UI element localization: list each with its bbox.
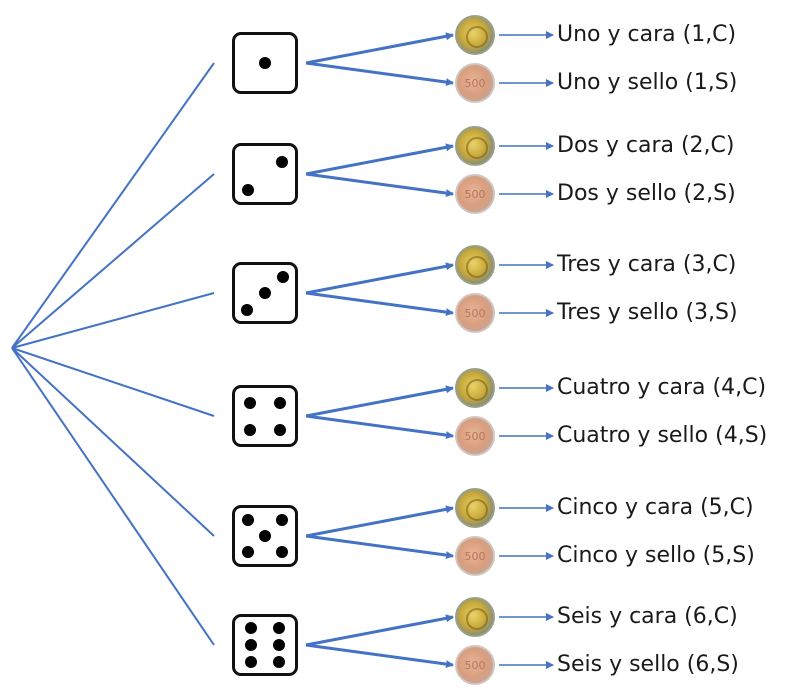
coin-denomination: 500 — [464, 188, 486, 201]
die-pip — [272, 639, 285, 651]
outcome-label-cara: Tres y cara (3,C) — [557, 252, 737, 277]
coin-tails-icon: 500 — [455, 293, 495, 333]
outcome-label-sello: Seis y sello (6,S) — [557, 652, 739, 677]
coin-tails-icon: 500 — [455, 63, 495, 103]
die-to-coin-arrow — [305, 643, 454, 669]
die-to-coin-arrow — [305, 61, 454, 87]
die-pip — [277, 271, 289, 284]
die-pip — [242, 514, 255, 527]
outcome-label-sello: Cuatro y sello (4,S) — [557, 423, 768, 448]
die-to-coin-arrow — [305, 262, 454, 295]
die-pip — [244, 397, 256, 410]
die-to-coin-arrow — [305, 143, 454, 176]
outcome-label-cara: Seis y cara (6,C) — [557, 604, 738, 629]
coin-denomination: 500 — [464, 307, 486, 320]
outcome-label-cara: Uno y cara (1,C) — [557, 22, 737, 47]
die-face-icon — [232, 614, 298, 676]
die-pip — [245, 655, 258, 668]
die-pip — [274, 424, 286, 436]
die-to-coin-arrow — [305, 505, 454, 538]
die-pip — [242, 183, 255, 196]
die-to-coin-arrow — [305, 32, 454, 65]
root-branch-line — [11, 347, 215, 417]
coin-tails-icon: 500 — [455, 174, 495, 214]
die-to-coin-arrow — [305, 291, 454, 317]
coin-heads-icon — [455, 368, 495, 408]
outcome-label-sello: Tres y sello (3,S) — [557, 300, 738, 325]
coin-denomination: 500 — [464, 77, 486, 90]
outcome-label-sello: Dos y sello (2,S) — [557, 181, 736, 206]
outcome-label-cara: Cuatro y cara (4,C) — [557, 375, 767, 400]
outcome-label-cara: Cinco y cara (5,C) — [557, 495, 754, 520]
coin-denomination: 500 — [464, 430, 486, 443]
coin-heads-icon — [455, 245, 495, 285]
die-pip — [259, 530, 271, 542]
coin-heads-icon — [455, 597, 495, 637]
die-pip — [259, 57, 271, 69]
die-face-icon — [232, 385, 298, 447]
die-pip — [272, 622, 285, 635]
die-pip — [241, 303, 253, 316]
coin-tails-icon: 500 — [455, 536, 495, 576]
die-pip — [259, 287, 271, 299]
coin-denomination: 500 — [464, 659, 486, 672]
outcome-label-sello: Cinco y sello (5,S) — [557, 543, 755, 568]
die-face-icon — [232, 262, 298, 324]
die-to-coin-arrow — [305, 385, 454, 418]
die-pip — [275, 514, 288, 527]
coin-heads-icon — [455, 488, 495, 528]
die-to-coin-arrow — [305, 614, 454, 647]
root-branch-line — [11, 347, 215, 646]
die-to-coin-arrow — [305, 414, 454, 440]
coin-denomination: 500 — [464, 550, 486, 563]
coin-tails-icon: 500 — [455, 645, 495, 685]
outcome-label-sello: Uno y sello (1,S) — [557, 70, 738, 95]
die-to-coin-arrow — [305, 534, 454, 560]
die-face-icon — [232, 505, 298, 567]
coin-heads-icon — [455, 15, 495, 55]
die-face-icon — [232, 143, 298, 205]
root-branch-line — [11, 173, 215, 349]
die-pip — [272, 655, 285, 668]
coin-tails-icon: 500 — [455, 416, 495, 456]
outcome-label-cara: Dos y cara (2,C) — [557, 133, 735, 158]
die-pip — [245, 622, 258, 635]
die-to-coin-arrow — [305, 172, 454, 198]
die-pip — [242, 545, 255, 558]
die-face-icon — [232, 32, 298, 94]
die-pip — [274, 397, 286, 410]
die-pip — [275, 545, 288, 558]
die-pip — [275, 155, 288, 168]
root-branch-line — [11, 292, 215, 349]
die-pip — [245, 639, 258, 651]
root-branch-line — [11, 62, 215, 349]
die-pip — [244, 424, 256, 436]
coin-heads-icon — [455, 126, 495, 166]
root-branch-line — [11, 347, 215, 537]
